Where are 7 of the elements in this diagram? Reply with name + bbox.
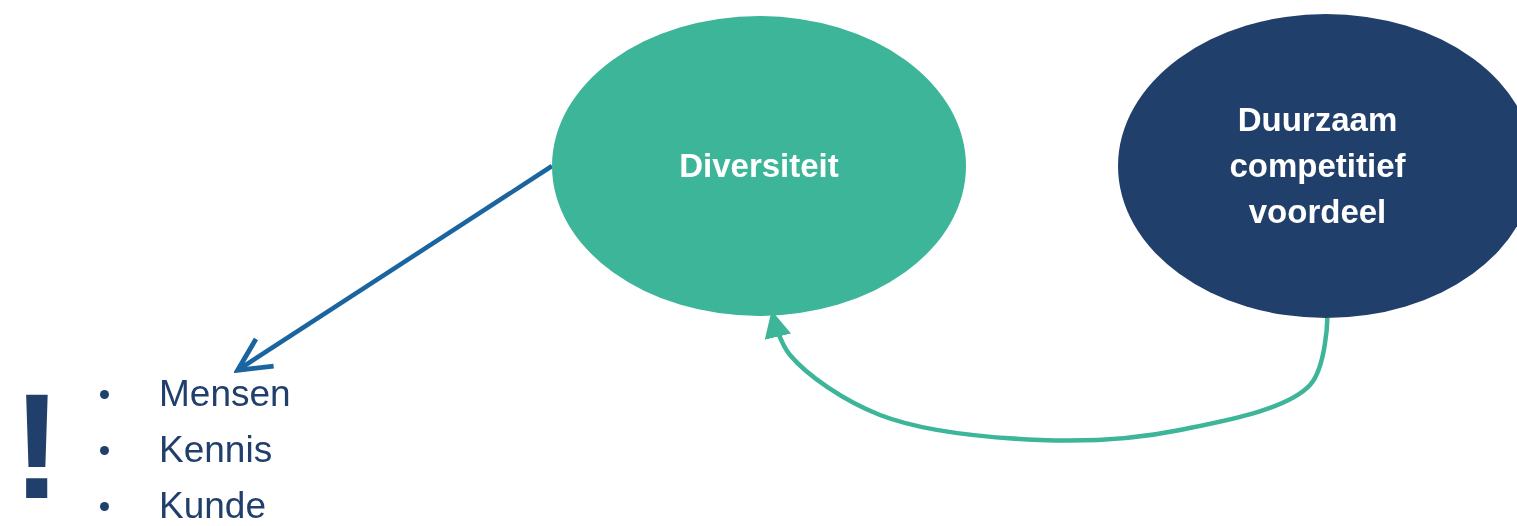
bullet-item: Mensen: [159, 372, 291, 416]
bullet-item: Kunde: [159, 484, 266, 526]
arrow: [235, 164, 554, 373]
exclamation-mark: !: [12, 386, 62, 506]
node-label: Duurzaam competitief voordeel: [1228, 99, 1407, 233]
node-label: Diversiteit: [679, 145, 839, 186]
bullet-item: Kennis: [159, 428, 273, 472]
